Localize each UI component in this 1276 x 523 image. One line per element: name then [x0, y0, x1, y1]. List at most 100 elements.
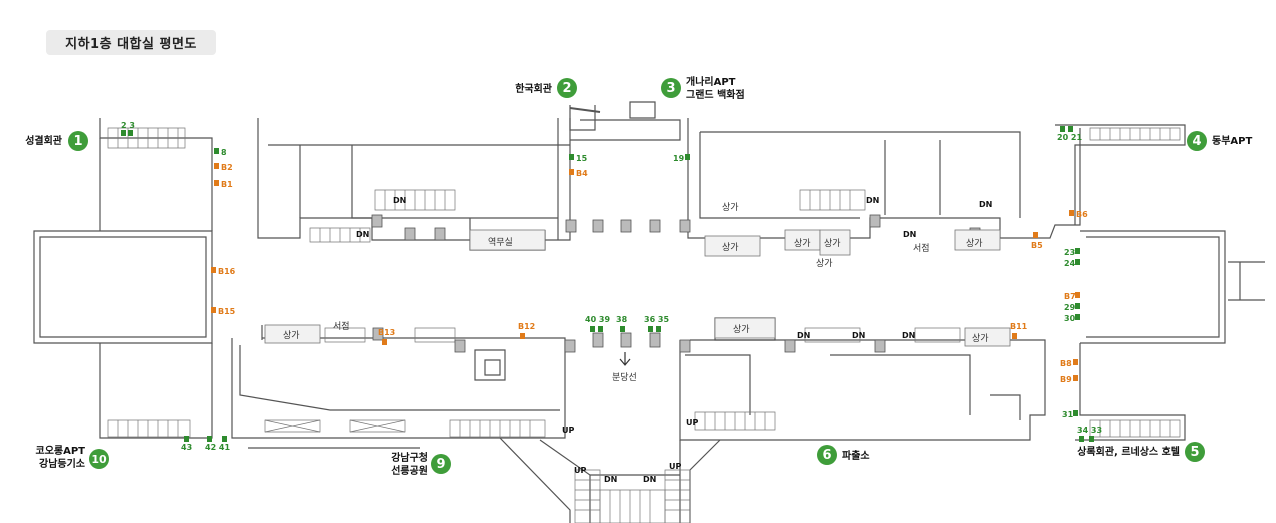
- gate-label: 24: [1064, 259, 1076, 268]
- gate-marker: [1075, 248, 1080, 254]
- exit-2-badge[interactable]: 2: [557, 78, 577, 98]
- area-label-shop: 상가: [794, 239, 811, 249]
- exit-1-badge[interactable]: 1: [68, 131, 88, 151]
- gate-marker: [1033, 232, 1038, 238]
- gate-marker: [569, 154, 574, 160]
- gate-marker: [1068, 126, 1073, 132]
- gate-marker: [685, 154, 690, 160]
- stair-label: DN: [797, 331, 811, 340]
- gate-label: 43: [181, 443, 193, 452]
- gate-marker: [648, 326, 653, 332]
- gate-label: 40 39: [585, 315, 611, 324]
- exit-2-label[interactable]: 한국회관: [500, 83, 552, 96]
- gate-marker: [214, 148, 219, 154]
- exit-9-badge[interactable]: 9: [431, 454, 451, 474]
- gate-marker: [1075, 314, 1080, 320]
- area-label-shop: 상가: [733, 325, 750, 335]
- gate-label: B1: [221, 180, 233, 189]
- exit-10-badge[interactable]: 10: [89, 449, 109, 469]
- exit-3-name-2: 그랜드 백화점: [686, 90, 745, 101]
- exit-5-name: 상록회관, 르네상스 호텔: [1077, 447, 1180, 458]
- area-label-shop: 상가: [966, 239, 983, 249]
- area-label-bookstore: 서점: [913, 244, 930, 254]
- stair-label: DN: [393, 196, 407, 205]
- gate-label: 36 35: [644, 315, 670, 324]
- gate-label: 19: [673, 154, 685, 163]
- exit-4-label[interactable]: 동부APT: [1212, 135, 1252, 148]
- gate-label: 2 3: [121, 121, 135, 130]
- gate-marker: [222, 436, 227, 442]
- stair-label: DN: [903, 230, 917, 239]
- gate-label: 29: [1064, 303, 1076, 312]
- gate-marker: [1073, 375, 1078, 381]
- exit-4-name: 동부APT: [1212, 136, 1253, 147]
- stair-label: DN: [866, 196, 880, 205]
- area-label-shop: 상가: [972, 334, 989, 344]
- gate-label: B4: [576, 169, 588, 178]
- gate-label: B11: [1010, 322, 1028, 331]
- exit-4-passage: [1055, 124, 1186, 225]
- exit-5-badge[interactable]: 5: [1185, 442, 1205, 462]
- gate-marker: [207, 436, 212, 442]
- top-right-block: [687, 118, 1081, 239]
- exit-6-label[interactable]: 파출소: [842, 450, 870, 463]
- stair-label: UP: [686, 418, 699, 427]
- stair-label: UP: [574, 466, 587, 475]
- area-label-bookstore: 서점: [333, 322, 350, 332]
- gate-label: B7: [1064, 292, 1076, 301]
- page-title: 지하1층 대합실 평면도: [46, 30, 216, 55]
- gate-marker: [128, 130, 133, 136]
- gate-label: 8: [221, 148, 227, 157]
- stair-label: DN: [643, 475, 657, 484]
- direction-arrow-icon: [619, 352, 631, 366]
- gate-label: B8: [1060, 359, 1072, 368]
- exit-3-badge[interactable]: 3: [661, 78, 681, 98]
- stair-label: DN: [852, 331, 866, 340]
- gate-label: 31: [1062, 410, 1074, 419]
- gate-marker: [211, 267, 216, 273]
- area-label-shop: 상가: [824, 239, 841, 249]
- stair-label: UP: [669, 462, 682, 471]
- gate-marker: [1075, 303, 1080, 309]
- area-label-shop: 상가: [722, 243, 739, 253]
- exit-6-badge[interactable]: 6: [817, 445, 837, 465]
- gate-label: B12: [518, 322, 536, 331]
- stair-label: DN: [979, 200, 993, 209]
- exit-9-name-1: 강남구청: [391, 453, 428, 464]
- exit-3-name-1: 개나리APT: [686, 77, 736, 88]
- gate-marker: [1073, 410, 1078, 416]
- stair-label: DN: [604, 475, 618, 484]
- exit-3-label[interactable]: 개나리APT 그랜드 백화점: [686, 76, 745, 102]
- gate-label: 38: [616, 315, 628, 324]
- gate-label: 34 33: [1077, 426, 1103, 435]
- exit-10-name-1: 코오롱APT: [35, 446, 86, 457]
- exit-4-badge[interactable]: 4: [1187, 131, 1207, 151]
- exit-10-passage: [99, 343, 213, 439]
- stair-label: DN: [356, 230, 370, 239]
- gate-marker: [214, 163, 219, 169]
- gate-label: 20 21: [1057, 133, 1083, 142]
- gate-label: 15: [576, 154, 588, 163]
- gate-marker: [598, 326, 603, 332]
- exit-1-passage: [99, 118, 213, 231]
- gate-label: 42 41: [205, 443, 231, 452]
- gate-label: B9: [1060, 375, 1072, 384]
- exit-5-passage: [1075, 343, 1186, 441]
- gate-label: B16: [218, 267, 236, 276]
- gate-label: B6: [1076, 210, 1088, 219]
- area-label-shop: 상가: [283, 331, 300, 341]
- gate-marker: [382, 339, 387, 345]
- gate-label: B5: [1031, 241, 1043, 250]
- exit-9-name-2: 선릉공원: [391, 466, 428, 477]
- exit-1-label[interactable]: 성결회관: [20, 135, 62, 148]
- gate-marker: [214, 180, 219, 186]
- bottom-left-block: [231, 337, 566, 439]
- area-label-shop: 상가: [816, 259, 833, 269]
- gate-label: B2: [221, 163, 233, 172]
- left-concourse: [33, 230, 213, 344]
- gate-label: 30: [1064, 314, 1076, 323]
- exit-5-label[interactable]: 상록회관, 르네상스 호텔: [1060, 446, 1180, 459]
